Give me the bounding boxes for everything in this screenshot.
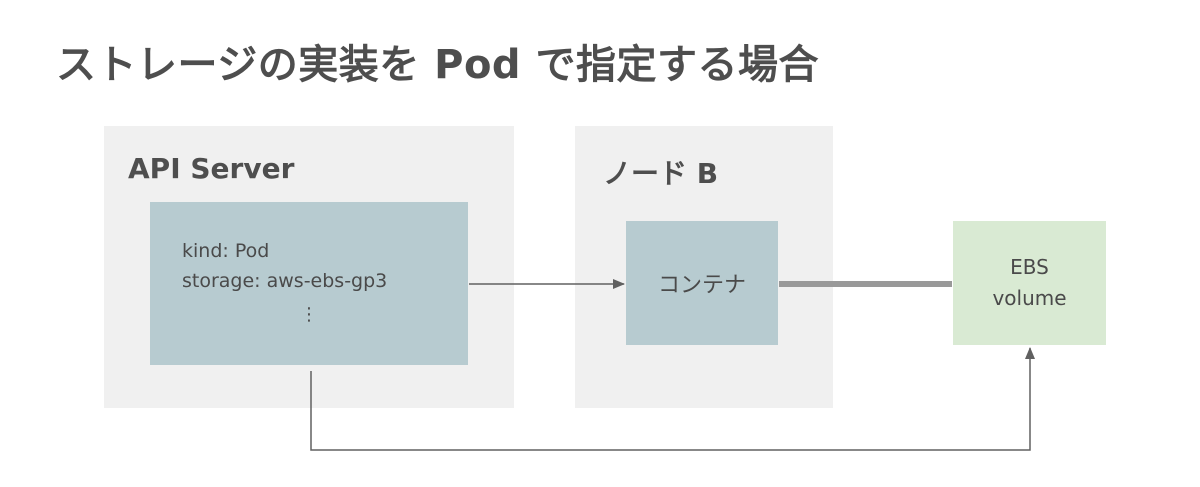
- ebs-volume-box: EBS volume: [953, 221, 1106, 345]
- container-box: コンテナ: [626, 221, 778, 345]
- ebs-label-line1: EBS: [1010, 255, 1049, 279]
- pod-storage-line: storage: aws-ebs-gp3: [182, 270, 388, 292]
- node-b-label: ノード B: [603, 157, 719, 190]
- pod-ellipsis: ⋮: [300, 304, 318, 325]
- diagram-title: ストレージの実装を Pod で指定する場合: [56, 42, 819, 88]
- pod-to-ebs-provision-arrow: [310, 347, 1035, 451]
- pod-manifest-box: kind: Pod storage: aws-ebs-gp3 ⋮: [150, 202, 468, 365]
- pod-kind-line: kind: Pod: [182, 240, 270, 262]
- ebs-label-line2: volume: [992, 286, 1067, 310]
- container-label: コンテナ: [657, 273, 746, 298]
- api-server-label: API Server: [128, 152, 295, 185]
- node-b-panel: ノード B: [575, 126, 833, 408]
